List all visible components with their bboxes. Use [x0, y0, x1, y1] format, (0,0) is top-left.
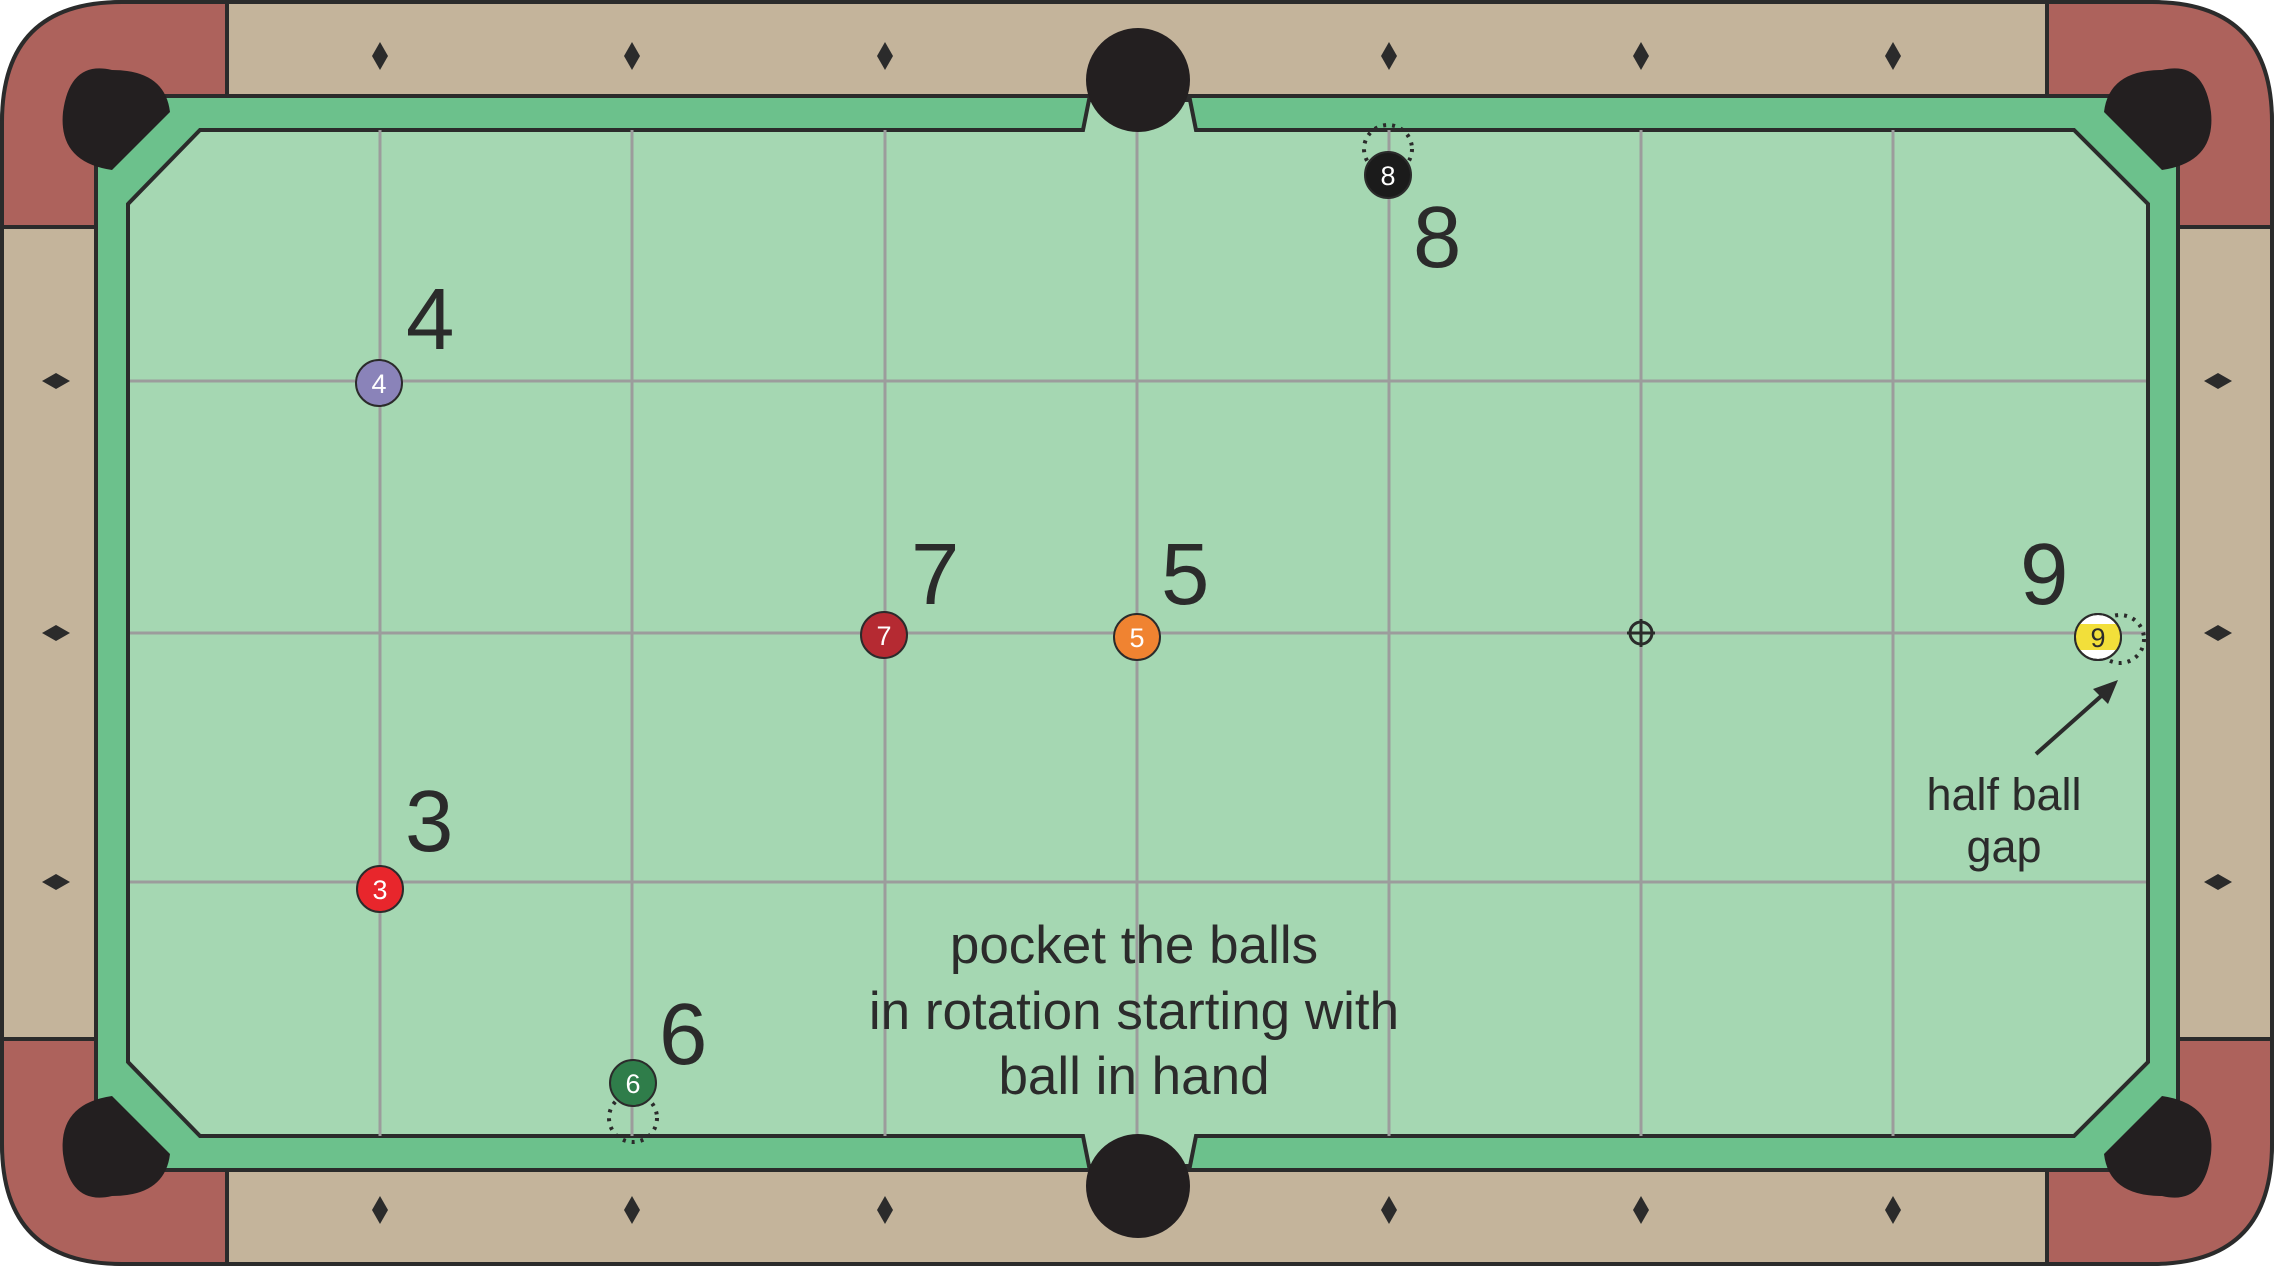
gap-note-line-1: half ball [1926, 769, 2081, 820]
pocket-top-side [1086, 28, 1190, 132]
ghost-position-6 [607, 1092, 659, 1144]
ball-5-body [1113, 613, 1161, 661]
arrow-icon [2034, 680, 2118, 756]
ball-6-body [609, 1059, 657, 1107]
pocket-bottom-right [2104, 1096, 2212, 1198]
ball-6-number: 6 [625, 1069, 640, 1099]
diamond-right-3 [2204, 874, 2232, 890]
ball-9: 9 [2074, 613, 2122, 661]
diamond-left-2 [42, 625, 70, 641]
corner-cap-bottom-left [0, 1037, 229, 1266]
instruction-line-3: ball in hand [998, 1047, 1269, 1106]
diamond-top-1 [372, 42, 388, 70]
label-5: 5 [1161, 526, 1209, 623]
pocket-top-right [2104, 68, 2212, 170]
ball-4: 4 [355, 359, 403, 407]
gap-note-line-2: gap [1966, 821, 2041, 872]
ball-3: 3 [356, 865, 404, 913]
diamond-bottom-4 [1381, 1196, 1397, 1224]
ball-8-number: 8 [1380, 161, 1395, 191]
diamond-left-1 [42, 373, 70, 389]
label-4: 4 [406, 271, 454, 368]
ball-4-number: 4 [371, 369, 386, 399]
instruction-note: pocket the balls in rotation starting wi… [869, 916, 1399, 1106]
ball-5-number: 5 [1129, 623, 1144, 653]
diamond-top-4 [1381, 42, 1397, 70]
diamond-bottom-3 [877, 1196, 893, 1224]
diamond-top-5 [1633, 42, 1649, 70]
pockets [62, 28, 2212, 1238]
crosshair-icon [1627, 619, 1655, 647]
pocket-top-left [62, 68, 170, 170]
ball-4-body [355, 359, 403, 407]
label-8: 8 [1413, 189, 1461, 286]
label-9: 9 [2020, 526, 2068, 623]
label-6: 6 [659, 986, 707, 1083]
ball-9-number: 9 [2090, 623, 2105, 653]
diamond-top-6 [1885, 42, 1901, 70]
ball-8: 8 [1364, 151, 1412, 199]
pocket-bottom-left [62, 1096, 170, 1198]
instruction-line-1: pocket the balls [950, 916, 1318, 975]
label-3: 3 [405, 773, 453, 870]
diamond-bottom-2 [624, 1196, 640, 1224]
diamond-bottom-1 [372, 1196, 388, 1224]
diamond-bottom-5 [1633, 1196, 1649, 1224]
ball-8-body [1364, 151, 1412, 199]
corner-cap-top-right [2045, 0, 2274, 229]
ball-3-body [356, 865, 404, 913]
label-7: 7 [911, 526, 959, 623]
diamond-bottom-6 [1885, 1196, 1901, 1224]
ball-7-number: 7 [876, 621, 891, 651]
diamond-top-3 [877, 42, 893, 70]
ball-5: 5 [1113, 613, 1161, 661]
diamond-right-2 [2204, 625, 2232, 641]
ball-9-stripe [2075, 624, 2121, 650]
ball-6: 6 [609, 1059, 657, 1107]
corner-cap-bottom-right [2045, 1037, 2274, 1266]
ball-3-number: 3 [372, 875, 387, 905]
ball-7-body [860, 611, 908, 659]
ball-7: 7 [860, 611, 908, 659]
diamond-left-3 [42, 874, 70, 890]
pocket-bottom-side [1086, 1134, 1190, 1238]
diamond-right-1 [2204, 373, 2232, 389]
instruction-line-2: in rotation starting with [869, 982, 1399, 1041]
diamond-top-2 [624, 42, 640, 70]
corner-cap-top-left [0, 0, 229, 229]
rail-diamonds [42, 42, 2232, 1224]
